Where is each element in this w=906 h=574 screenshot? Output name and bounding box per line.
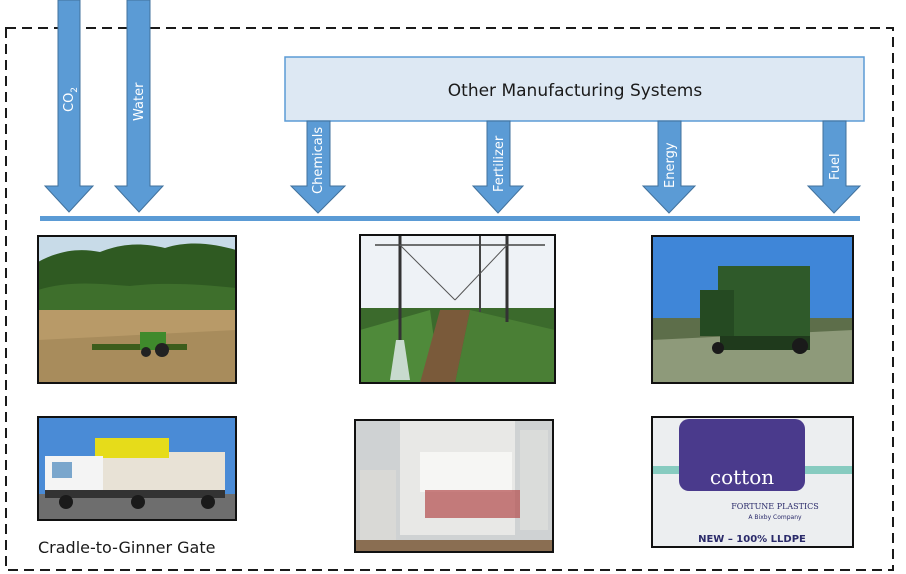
cotton-logo-badge <box>679 419 805 491</box>
manufacturing-box <box>284 56 865 122</box>
energy-label: Energy <box>663 142 678 188</box>
co2-arrow: CO2 <box>43 0 95 213</box>
cotton-logo-text: cotton <box>710 465 774 489</box>
planting-photo <box>38 236 236 383</box>
water-label: Water <box>132 82 147 121</box>
fertilizer-arrow: Fertilizer <box>471 120 525 214</box>
bale-photo: cotton FORTUNE PLASTICS A Bixby Company … <box>652 417 853 547</box>
bale-material-text: NEW – 100% LLDPE <box>698 534 806 545</box>
process-bar <box>40 216 860 221</box>
system-boundary <box>5 27 894 571</box>
gin-photo <box>355 420 553 552</box>
boundary-caption: Cradle-to-Ginner Gate <box>38 538 216 557</box>
module-transport-photo <box>38 417 236 520</box>
irrigation-photo <box>360 235 555 383</box>
harvest-photo <box>652 236 853 383</box>
chemicals-label: Chemicals <box>311 127 326 194</box>
fuel-arrow: Fuel <box>806 120 862 214</box>
fuel-label: Fuel <box>828 153 843 180</box>
manufacturing-box-title: Other Manufacturing Systems <box>448 81 703 101</box>
bale-maker-text: FORTUNE PLASTICS <box>731 502 819 511</box>
energy-arrow: Energy <box>641 120 697 214</box>
fertilizer-label: Fertilizer <box>492 135 507 192</box>
bale-maker-sub-text: A Bixby Company <box>748 514 802 521</box>
co2-label: CO2 <box>62 87 80 112</box>
water-arrow: Water <box>113 0 165 213</box>
chemicals-arrow: Chemicals <box>289 120 347 214</box>
